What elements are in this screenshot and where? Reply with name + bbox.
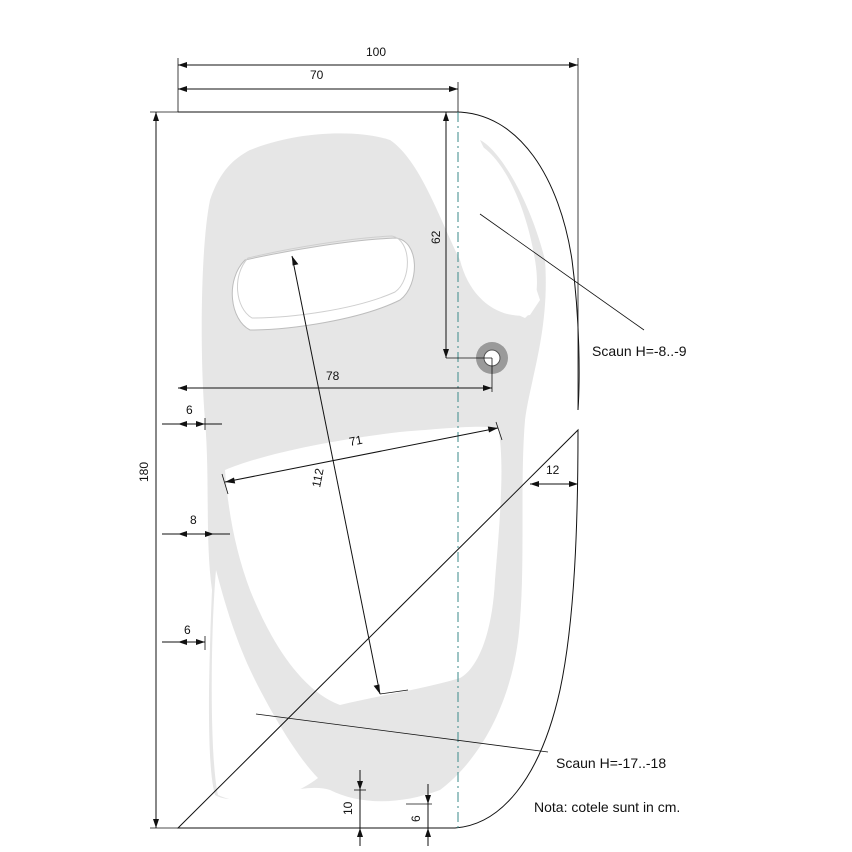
tub-inner-white bbox=[225, 426, 502, 705]
dim-inner-length: 112 bbox=[309, 467, 326, 489]
label-seat-upper: Scaun H=-8..-9 bbox=[592, 343, 687, 359]
dim-rim-left-top: 6 bbox=[186, 403, 193, 417]
label-seat-lower: Scaun H=-17..-18 bbox=[556, 755, 666, 771]
dim-total-length: 180 bbox=[137, 462, 151, 482]
headrest-inner bbox=[236, 235, 408, 319]
arrow bbox=[178, 62, 187, 68]
lower-seat-pocket bbox=[211, 570, 318, 802]
dim-rim-left-bottom: 6 bbox=[184, 623, 191, 637]
dim-rim-bottom-left: 10 bbox=[341, 801, 355, 815]
dim-seat-depth: 62 bbox=[429, 230, 443, 244]
dim-inner-width: 71 bbox=[348, 433, 364, 449]
dim-rim-right: 12 bbox=[546, 463, 560, 477]
dim-partial-width: 70 bbox=[310, 68, 324, 82]
label-note: Nota: cotele sunt in cm. bbox=[534, 799, 680, 815]
dim-rim-left-mid: 8 bbox=[190, 513, 197, 527]
arrow bbox=[569, 62, 578, 68]
dim-71-line bbox=[224, 427, 499, 483]
dim-rim-bottom-right: 6 bbox=[409, 815, 423, 822]
upper-seat-pocket bbox=[458, 140, 537, 318]
leader-seat-lower bbox=[255, 713, 549, 753]
dim-112-line bbox=[291, 255, 381, 695]
dim-total-width: 100 bbox=[366, 45, 386, 59]
tub-outline bbox=[176, 111, 580, 829]
headrest bbox=[231, 237, 415, 331]
leader-seat-upper bbox=[479, 213, 645, 331]
dim-drain-offset: 78 bbox=[326, 369, 340, 383]
